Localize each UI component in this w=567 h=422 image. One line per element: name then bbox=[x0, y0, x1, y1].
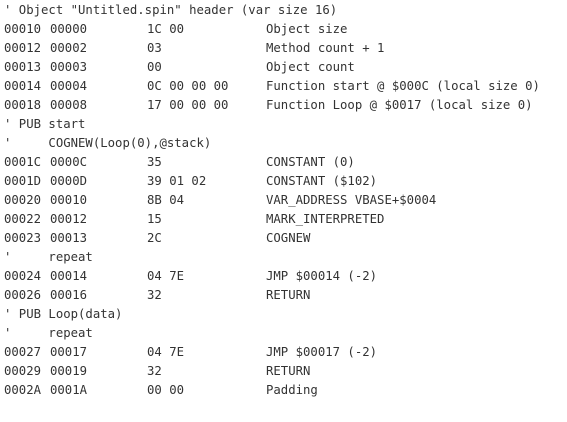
instruction-description: Function Loop @ $0017 (local size 0) bbox=[266, 98, 533, 112]
hub-address: 00020 bbox=[4, 193, 42, 207]
object-offset: 00014 bbox=[50, 269, 88, 283]
instruction-description: JMP $00014 (-2) bbox=[266, 269, 378, 283]
listing-row: 00013 00003 00 Object count bbox=[4, 58, 567, 77]
comment-text: ' COGNEW(Loop(0),@stack) bbox=[4, 136, 212, 150]
object-offset: 00012 bbox=[50, 212, 88, 226]
comment-line: ' PUB start bbox=[4, 115, 567, 134]
comment-text: ' repeat bbox=[4, 250, 93, 264]
comment-text: ' repeat bbox=[4, 326, 93, 340]
instruction-description: RETURN bbox=[266, 288, 311, 302]
hex-bytes: 32 bbox=[147, 364, 162, 378]
object-offset: 00003 bbox=[50, 60, 88, 74]
hex-bytes: 00 00 bbox=[147, 383, 185, 397]
comment-text: ' Object "Untitled.spin" header (var siz… bbox=[4, 3, 338, 17]
instruction-description: Object count bbox=[266, 60, 355, 74]
hub-address: 00026 bbox=[4, 288, 42, 302]
hub-address: 00018 bbox=[4, 98, 42, 112]
hex-bytes: 00 bbox=[147, 60, 162, 74]
instruction-description: MARK_INTERPRETED bbox=[266, 212, 385, 226]
hex-bytes: 03 bbox=[147, 41, 162, 55]
comment-line: ' Object "Untitled.spin" header (var siz… bbox=[4, 1, 567, 20]
hex-bytes: 17 00 00 00 bbox=[147, 98, 229, 112]
hex-bytes: 8B 04 bbox=[147, 193, 185, 207]
hub-address: 00013 bbox=[4, 60, 42, 74]
hub-address: 0001D bbox=[4, 174, 42, 188]
object-offset: 00004 bbox=[50, 79, 88, 93]
hub-address: 0001C bbox=[4, 155, 42, 169]
listing-row: 00026 00016 32 RETURN bbox=[4, 286, 567, 305]
object-offset: 00010 bbox=[50, 193, 88, 207]
listing-row: 00027 00017 04 7E JMP $00017 (-2) bbox=[4, 343, 567, 362]
listing-row: 00024 00014 04 7E JMP $00014 (-2) bbox=[4, 267, 567, 286]
hub-address: 00010 bbox=[4, 22, 42, 36]
listing-row: 00029 00019 32 RETURN bbox=[4, 362, 567, 381]
comment-text: ' PUB Loop(data) bbox=[4, 307, 123, 321]
hub-address: 00029 bbox=[4, 364, 42, 378]
object-offset: 00000 bbox=[50, 22, 88, 36]
comment-text: ' PUB start bbox=[4, 117, 86, 131]
instruction-description: Object size bbox=[266, 22, 348, 36]
hub-address: 00012 bbox=[4, 41, 42, 55]
comment-line: ' COGNEW(Loop(0),@stack) bbox=[4, 134, 567, 153]
object-offset: 00019 bbox=[50, 364, 88, 378]
instruction-description: Function start @ $000C (local size 0) bbox=[266, 79, 540, 93]
hex-bytes: 04 7E bbox=[147, 269, 185, 283]
listing-row: 0001D 0000D 39 01 02 CONSTANT ($102) bbox=[4, 172, 567, 191]
hex-bytes: 15 bbox=[147, 212, 162, 226]
instruction-description: JMP $00017 (-2) bbox=[266, 345, 378, 359]
listing-row: 00020 00010 8B 04 VAR_ADDRESS VBASE+$0004 bbox=[4, 191, 567, 210]
instruction-description: RETURN bbox=[266, 364, 311, 378]
object-offset: 00017 bbox=[50, 345, 88, 359]
instruction-description: COGNEW bbox=[266, 231, 311, 245]
listing-row: 00022 00012 15 MARK_INTERPRETED bbox=[4, 210, 567, 229]
instruction-description: Padding bbox=[266, 383, 318, 397]
listing-row: 00023 00013 2C COGNEW bbox=[4, 229, 567, 248]
instruction-description: Method count + 1 bbox=[266, 41, 385, 55]
hex-bytes: 35 bbox=[147, 155, 162, 169]
hub-address: 00023 bbox=[4, 231, 42, 245]
instruction-description: VAR_ADDRESS VBASE+$0004 bbox=[266, 193, 437, 207]
object-offset: 0000C bbox=[50, 155, 88, 169]
comment-line: ' repeat bbox=[4, 324, 567, 343]
bytecode-listing: ' Object "Untitled.spin" header (var siz… bbox=[4, 1, 567, 400]
hub-address: 00014 bbox=[4, 79, 42, 93]
instruction-description: CONSTANT (0) bbox=[266, 155, 355, 169]
hub-address: 0002A bbox=[4, 383, 42, 397]
comment-line: ' PUB Loop(data) bbox=[4, 305, 567, 324]
hex-bytes: 04 7E bbox=[147, 345, 185, 359]
hub-address: 00027 bbox=[4, 345, 42, 359]
listing-row: 00012 00002 03 Method count + 1 bbox=[4, 39, 567, 58]
listing-row: 00018 00008 17 00 00 00 Function Loop @ $00… bbox=[4, 96, 567, 115]
hex-bytes: 0C 00 00 00 bbox=[147, 79, 229, 93]
listing-row: 0002A 0001A 00 00 Padding bbox=[4, 381, 567, 400]
hex-bytes: 39 01 02 bbox=[147, 174, 207, 188]
object-offset: 00002 bbox=[50, 41, 88, 55]
object-offset: 00016 bbox=[50, 288, 88, 302]
object-offset: 0001A bbox=[50, 383, 88, 397]
listing-row: 00014 00004 0C 00 00 00 Function start @ $0… bbox=[4, 77, 567, 96]
object-offset: 0000D bbox=[50, 174, 88, 188]
object-offset: 00008 bbox=[50, 98, 88, 112]
hub-address: 00022 bbox=[4, 212, 42, 226]
object-offset: 00013 bbox=[50, 231, 88, 245]
comment-line: ' repeat bbox=[4, 248, 567, 267]
listing-row: 00010 00000 1C 00 Object size bbox=[4, 20, 567, 39]
hex-bytes: 1C 00 bbox=[147, 22, 185, 36]
hex-bytes: 2C bbox=[147, 231, 162, 245]
hub-address: 00024 bbox=[4, 269, 42, 283]
hex-bytes: 32 bbox=[147, 288, 162, 302]
listing-row: 0001C 0000C 35 CONSTANT (0) bbox=[4, 153, 567, 172]
instruction-description: CONSTANT ($102) bbox=[266, 174, 378, 188]
